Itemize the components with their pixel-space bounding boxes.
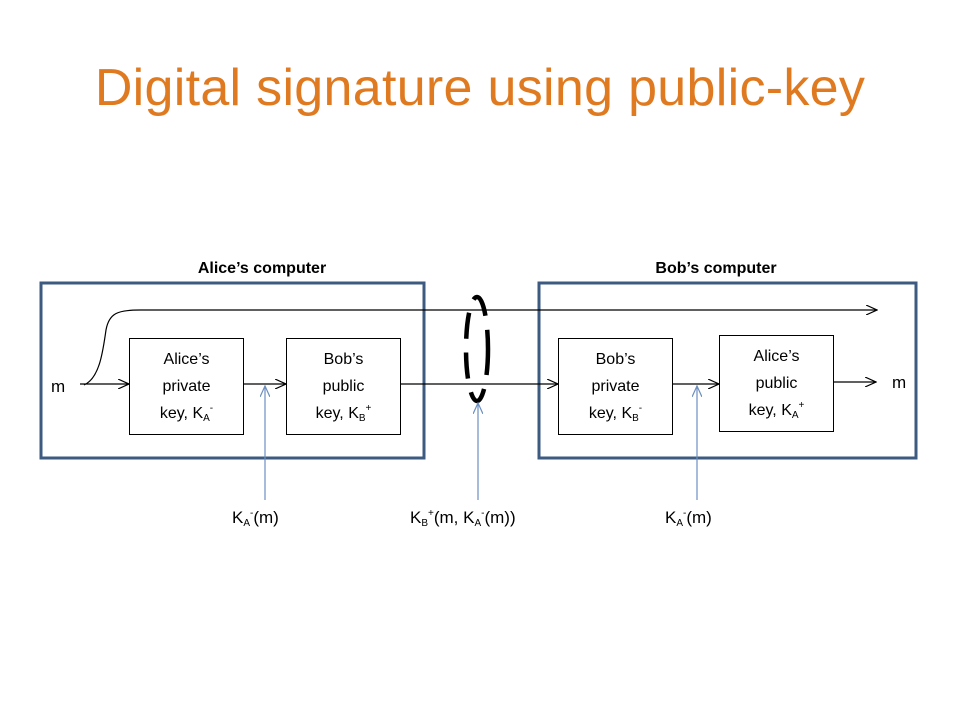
box-line: Alice’s — [753, 348, 800, 365]
box-key-line: key, KA- — [159, 403, 214, 424]
formula-right: KA-(m) — [665, 508, 712, 529]
box-key-line: key, KA+ — [748, 400, 805, 421]
eavesdrop-ellipse — [463, 294, 491, 404]
formula-middle: KB+(m, KA-(m)) — [410, 508, 516, 529]
box-line: public — [755, 375, 798, 392]
alice-public-key-box: Alice’s public key, KA+ — [719, 335, 834, 432]
alice-private-key-box: Alice’s private key, KA- — [129, 338, 244, 435]
bob-computer-label: Bob’s computer — [655, 260, 777, 277]
input-message-label: m — [51, 377, 66, 396]
box-line: public — [322, 378, 365, 395]
box-line: private — [162, 378, 211, 395]
box-key-line: key, KB- — [588, 403, 643, 424]
bob-computer-frame — [537, 281, 918, 460]
alice-computer-label: Alice’s computer — [197, 260, 327, 277]
box-line: Bob’s — [323, 351, 364, 368]
formula-left: KA-(m) — [232, 508, 279, 529]
box-line: private — [591, 378, 640, 395]
box-key-line: key, KB+ — [315, 403, 372, 424]
bob-public-key-box: Bob’s public key, KB+ — [286, 338, 401, 435]
message-bypass-arrow — [83, 310, 877, 386]
alice-computer-frame — [39, 281, 426, 460]
box-line: Bob’s — [595, 351, 636, 368]
box-line: Alice’s — [163, 351, 210, 368]
slide-title: Digital signature using public-key — [94, 59, 866, 117]
bob-private-key-box: Bob’s private key, KB- — [558, 338, 673, 435]
output-message-label: m — [892, 373, 907, 392]
